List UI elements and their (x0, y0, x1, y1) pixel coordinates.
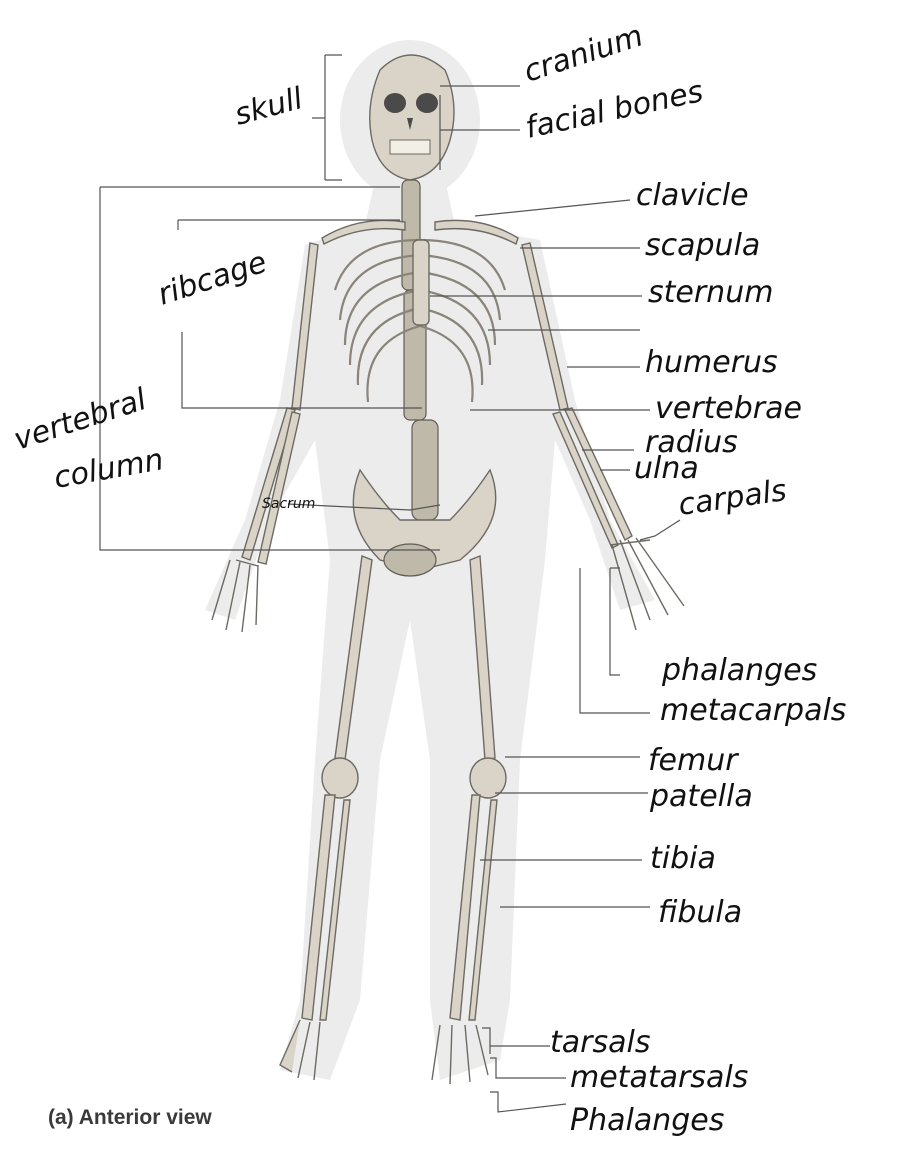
label-metatarsals: metatarsals (570, 1060, 748, 1095)
label-patella: patella (649, 779, 753, 814)
label-vertebrae: vertebrae (655, 391, 802, 426)
label-sternum: sternum (648, 275, 773, 310)
label-tarsals: tarsals (550, 1025, 650, 1060)
label-skull: skull (231, 81, 307, 133)
label-ribcage: ribcage (154, 245, 271, 313)
label-femur: femur (648, 743, 739, 778)
label-phalanges-hand: phalanges (661, 653, 817, 688)
label-humerus: humerus (645, 345, 778, 380)
label-facial-bones: facial bones (522, 74, 706, 146)
label-ulna: ulna (634, 451, 699, 486)
label-metacarpals: metacarpals (660, 693, 846, 728)
label-cranium: cranium (520, 18, 648, 89)
label-sacrum: Sacrum (262, 496, 315, 512)
figure-caption: (a) Anterior view (48, 1106, 212, 1129)
label-vertebral-line2: column (51, 442, 166, 496)
label-vertebral-line1: vertebral (10, 382, 152, 458)
label-phalanges-foot: Phalanges (570, 1103, 724, 1138)
label-fibula: fibula (658, 895, 742, 930)
label-scapula: scapula (645, 228, 760, 263)
label-clavicle: clavicle (636, 178, 749, 213)
label-tibia: tibia (650, 841, 716, 876)
